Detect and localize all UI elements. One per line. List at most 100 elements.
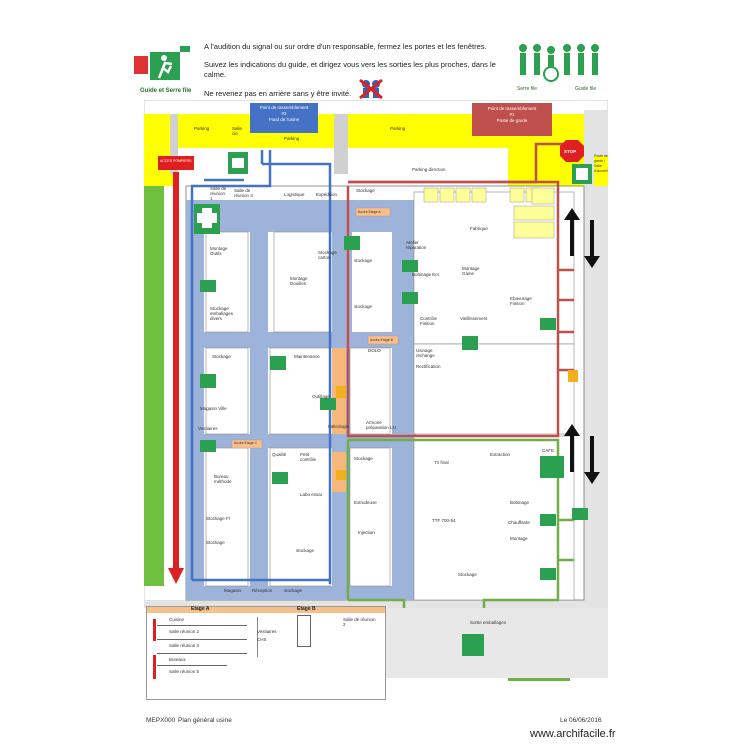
- assembly-point-1: Point de rassemblement #1 Poste de garde: [472, 103, 552, 136]
- label-injection: Injection: [358, 530, 375, 535]
- ap2-line2: #2: [281, 111, 287, 116]
- label-magasin-ville: Magasin Ville: [200, 406, 227, 411]
- legend-etage-b: Etage B: [297, 606, 316, 612]
- green-access-lane: [144, 186, 164, 586]
- label-stockage1: Stockage: [356, 188, 375, 193]
- vehicle-flow-arrows: [564, 208, 600, 484]
- label-petit-controle: Petit contrôle: [300, 452, 317, 462]
- label-rdpage: Ebavurage Finition: [510, 296, 532, 306]
- poste-garde-zone: [594, 156, 608, 186]
- label-chauffante: Chauffante: [508, 520, 530, 525]
- label-dolo: DOLO: [368, 348, 381, 353]
- label-stockage7: Stockage: [206, 540, 225, 545]
- legend-red-arrow-icon-2: [153, 655, 156, 679]
- serre-file-label: Serre file: [517, 86, 538, 92]
- label-acces-etage-c: Accès Etage C: [234, 441, 258, 445]
- label-stockage-fl: Stockage Fl: [206, 516, 230, 521]
- label-acces-etage-a: Accès Etage A: [358, 210, 381, 214]
- label-usinage-rechange: Usinage rechange: [416, 348, 435, 358]
- legend-row-4: Bureaux: [169, 657, 186, 662]
- instruction-line-4: Ne revenez pas en arrière sans y être in…: [204, 89, 352, 98]
- instruction-line-3: calme.: [204, 70, 227, 79]
- instruction-line-2: Suivez les indications du guide, et diri…: [204, 60, 496, 69]
- floor-plan: Parking Salle cie Parking Parking Parkin…: [143, 99, 609, 640]
- legend-header-bar: [147, 607, 385, 613]
- exterior-bottom: [384, 608, 608, 678]
- label-parking-direction: Parking direction: [412, 167, 446, 172]
- label-parking-left: Parking: [194, 126, 210, 131]
- label-extraction: Extraction: [490, 452, 511, 457]
- floor-legend: Etage A Etage B Cuisine Salle réunion 2 …: [146, 606, 386, 700]
- label-expedition: Expédition: [316, 192, 338, 197]
- label-labo-essai: Labo essai: [300, 492, 322, 497]
- ap1-line1: Point de rassemblement: [487, 106, 537, 111]
- label-bureau-methode: Bureau méthode: [214, 474, 232, 484]
- footer-title: Plan général usine: [178, 717, 232, 724]
- footer-date: Le 06/06/2016: [560, 717, 602, 724]
- legend-b-row-1: Salle de réunion 2: [343, 617, 376, 627]
- ap2-line3: Fond de l'usine: [268, 117, 300, 122]
- label-sortie-emballages: Sortie emballages: [470, 620, 507, 625]
- legend-b-row-2: Vestiaires: [257, 629, 277, 634]
- assembly-point-2: Point de rassemblement #2 Fond de l'usin…: [250, 103, 318, 133]
- watermark: www.archifacile.fr: [530, 728, 616, 740]
- label-stockage-emballages: Stockage emballages divers: [210, 306, 234, 321]
- ap2-line1: Point de rassemblement: [259, 105, 309, 110]
- label-stockage10: stockage: [284, 588, 303, 593]
- label-outillage: Outillage: [312, 394, 330, 399]
- instruction-line-1: A l'audition du signal ou sur ordre d'un…: [204, 42, 487, 51]
- people-evacuation-icon: Serre file Guide file: [515, 42, 605, 92]
- header: Guide et Serre file: [128, 38, 618, 100]
- label-atelier-reparation: Atelier réparation: [406, 240, 427, 250]
- label-stockage8: stockage: [296, 548, 315, 553]
- label-acces-pompiers: ACCES POMPIERS: [160, 159, 192, 163]
- label-mrp-vg: Armoire préparation LN: [366, 420, 396, 430]
- label-bobinage: Bobinage: [510, 500, 530, 505]
- label-qualite: Qualité: [272, 452, 287, 457]
- label-vieillissement: Vieillissement: [460, 316, 488, 321]
- label-tri-final: Tri final: [434, 460, 449, 465]
- label-salle-reunion: Salle de réunion 1: [210, 186, 227, 201]
- assembly-icon: [462, 634, 484, 656]
- running-man-exit-icon: [134, 44, 194, 84]
- label-magasin: Magasin: [224, 588, 242, 593]
- label-salle-cie: Salle cie: [232, 126, 243, 136]
- label-montage-gaine: Montage Gaine: [462, 266, 480, 276]
- stop-sign-icon: [560, 140, 584, 162]
- ap1-line3: Poste de garde: [496, 118, 528, 123]
- label-salle-reunion3: Salle de réunion 3: [234, 188, 253, 198]
- label-fabrique: Fabrique: [470, 226, 488, 231]
- label-stockage3: stockage: [354, 304, 373, 309]
- label-rectification: Rectification: [416, 364, 441, 369]
- ap1-line2: #1: [509, 112, 515, 117]
- label-maintenance: Maintenance: [294, 354, 320, 359]
- floor-plan-svg: [143, 99, 609, 640]
- label-controle-finition: Contrôle Finition: [420, 316, 438, 326]
- blue-evacuation-route: [190, 150, 332, 584]
- legend-red-arrow-icon: [153, 619, 156, 641]
- label-montage-douilles: Montage Douilles: [290, 276, 308, 286]
- label-cafe: CAFE: [542, 448, 555, 453]
- guide-file-label: Guide file: [575, 86, 597, 92]
- footer-ref: MEPX000: [146, 717, 176, 724]
- legend-row-3: Salle réunion 3: [169, 643, 200, 648]
- label-stockage2: stockage: [354, 258, 373, 263]
- corridors: [186, 200, 416, 600]
- legend-row-1: Cuisine: [169, 617, 185, 622]
- label-montage: Montage: [510, 536, 528, 541]
- label-reception: Réception: [252, 588, 273, 593]
- label-extrudeuse: Extrudeuse: [354, 500, 377, 505]
- legend-row-5: Salle réunion 5: [169, 669, 200, 674]
- right-road: [584, 110, 608, 608]
- label-stop: STOP: [564, 149, 577, 154]
- label-stockage4: Stockage: [212, 354, 231, 359]
- label-stockage5: Stockage: [354, 456, 373, 461]
- label-stockage-carton: Stockage carton: [318, 250, 337, 260]
- label-bobinage-rec: Bobinage Ect.: [412, 272, 441, 277]
- label-acces-etage-b: Accès Etage B: [370, 338, 393, 342]
- legend-row-2: Salle réunion 2: [169, 629, 200, 634]
- label-stockage9: Stockage: [458, 572, 477, 577]
- label-montage-outils: Montage Outils: [210, 246, 228, 256]
- label-logistique: Logistique: [284, 192, 305, 197]
- label-poste-garde: Poste de garde / Salle d'accueil: [594, 154, 608, 173]
